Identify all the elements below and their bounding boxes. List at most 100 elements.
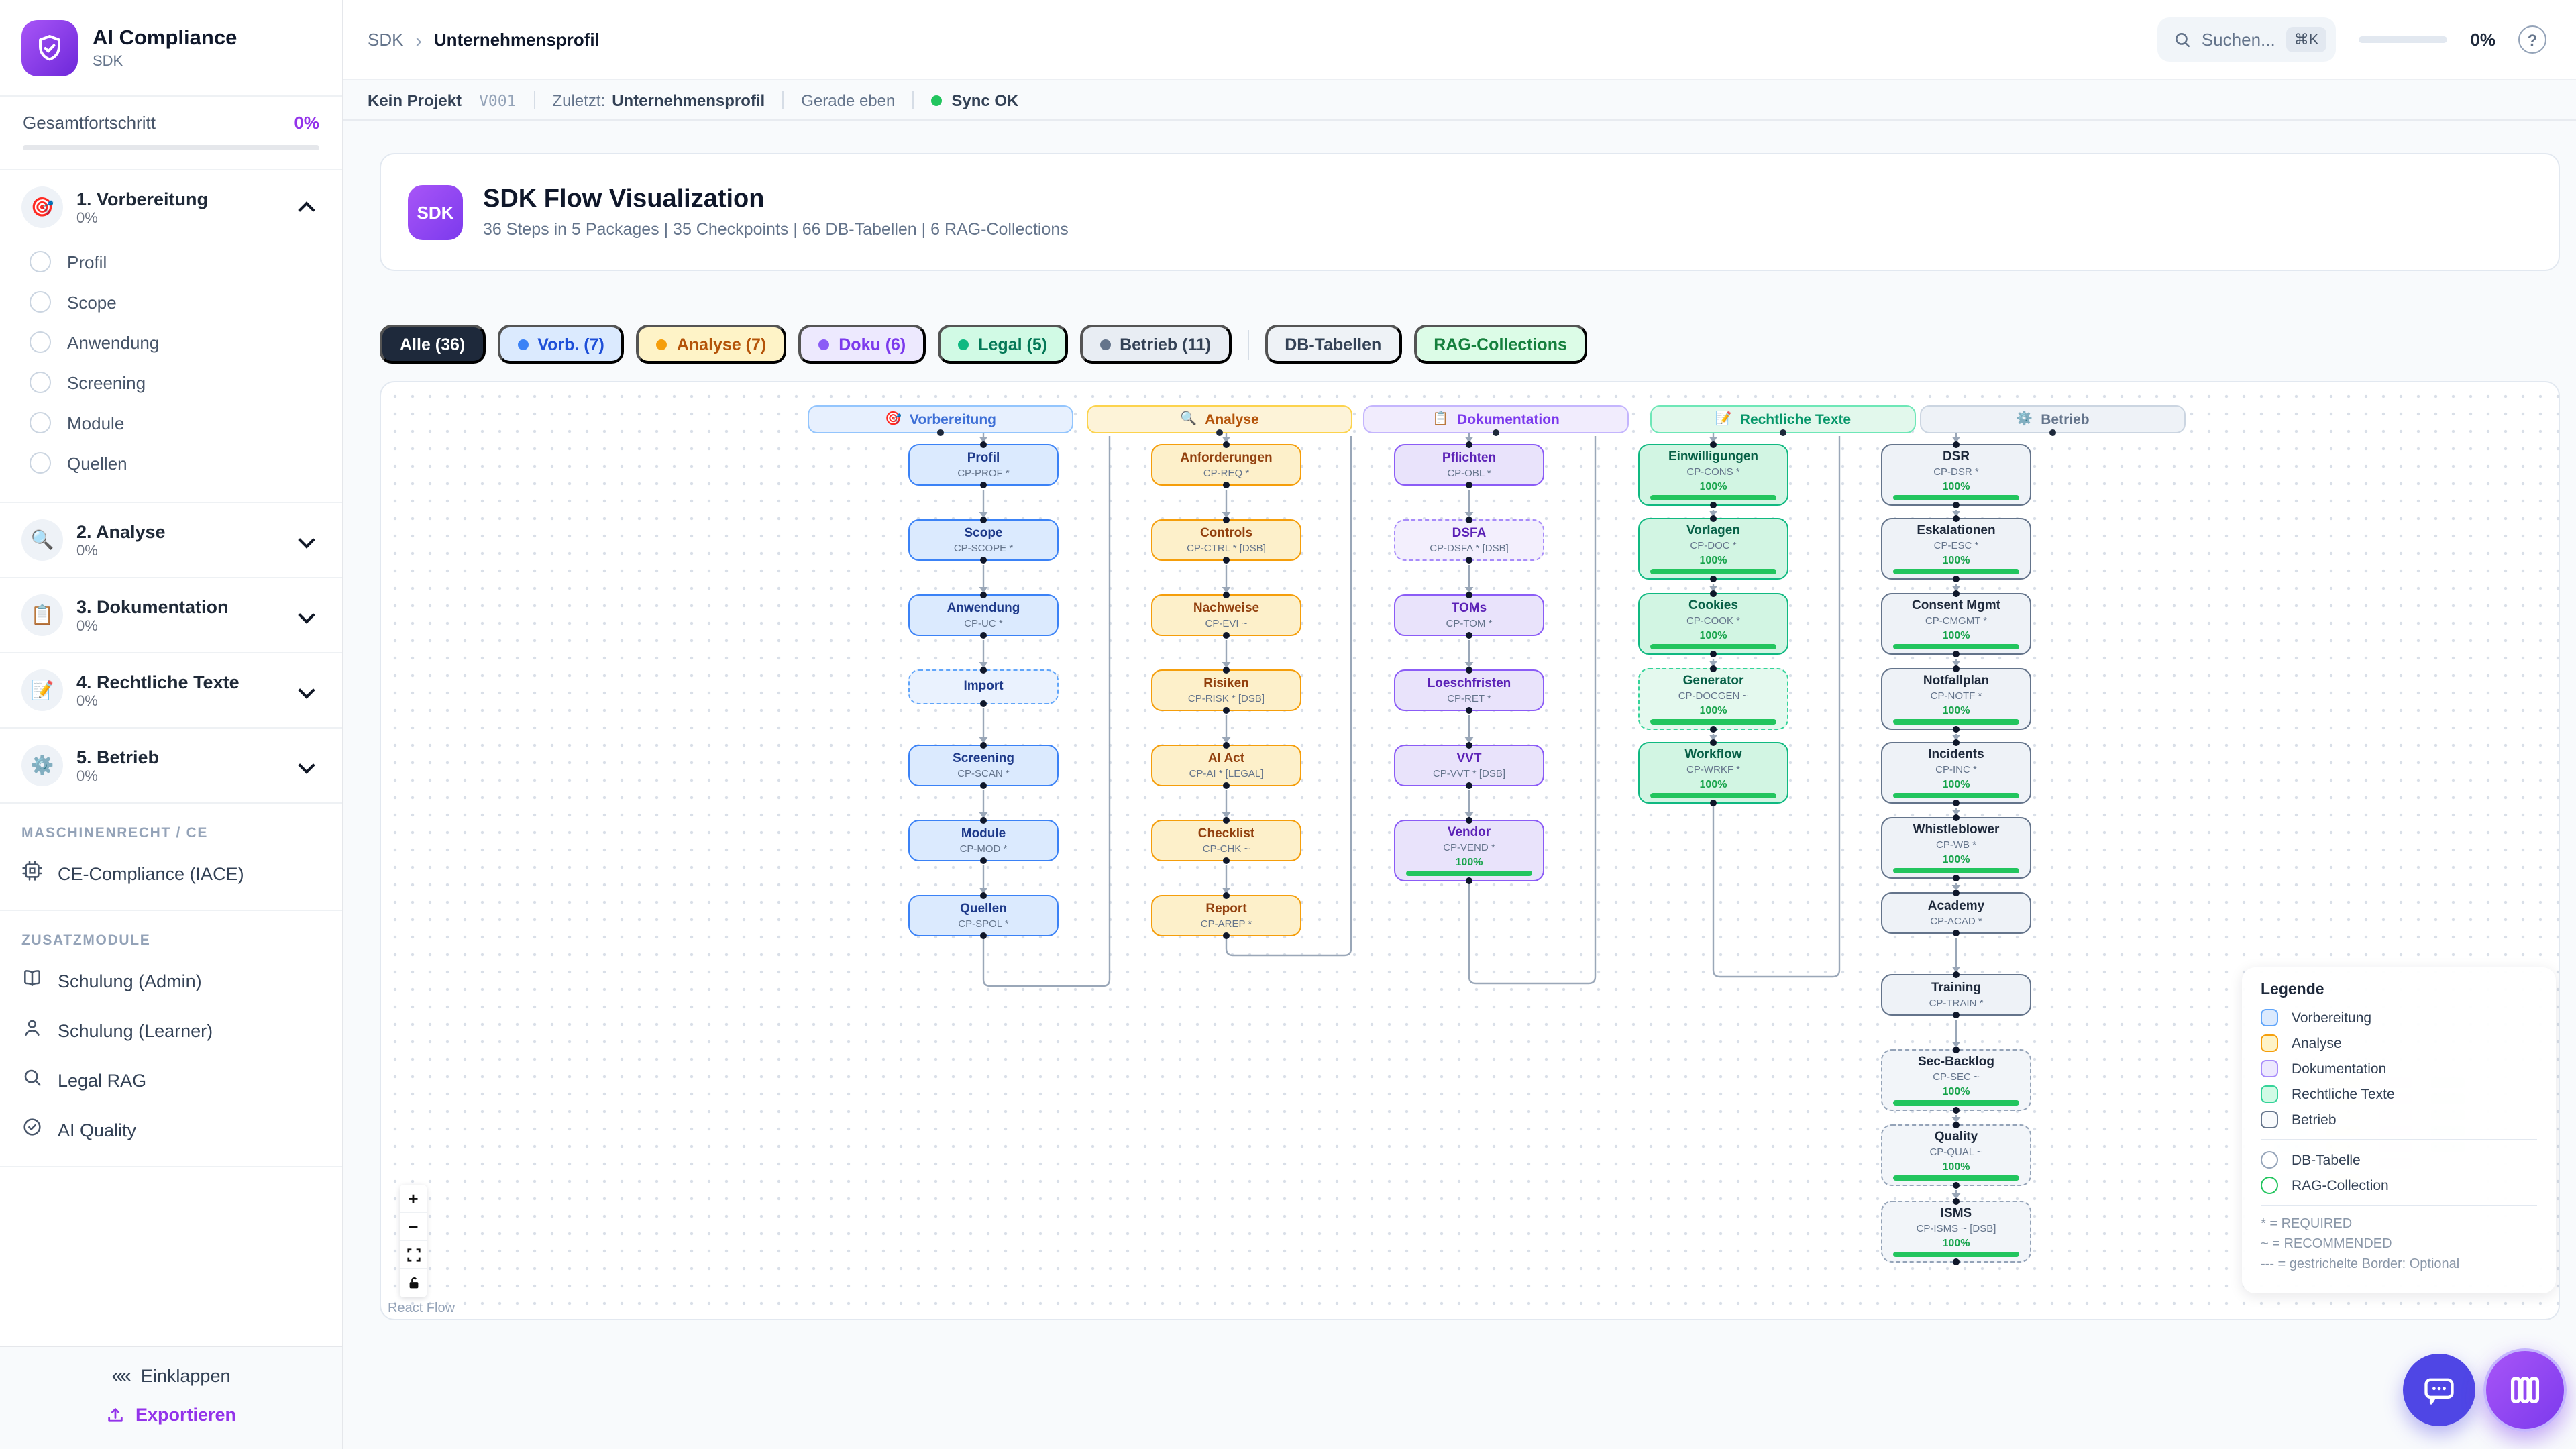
- filter-chip-alle-36-[interactable]: Alle (36): [380, 325, 486, 364]
- fit-view-button[interactable]: [400, 1241, 427, 1269]
- help-icon[interactable]: ?: [2518, 25, 2546, 54]
- filter-chip-betrieb-11-[interactable]: Betrieb (11): [1079, 325, 1232, 364]
- filter-chip-rag-collections[interactable]: RAG-Collections: [1413, 325, 1587, 364]
- search-input[interactable]: Suchen... ⌘K: [2157, 17, 2337, 62]
- group-header-rechtliche-texte[interactable]: 📝Rechtliche Texte: [1650, 405, 1916, 433]
- sidebar-item-legal-rag[interactable]: Legal RAG: [0, 1056, 342, 1106]
- sidebar-step-screening[interactable]: Screening: [0, 362, 342, 402]
- filter-chip-legal-5-[interactable]: Legal (5): [938, 325, 1068, 364]
- step-label: Quellen: [67, 453, 127, 473]
- lock-button[interactable]: [400, 1269, 427, 1297]
- last-time: Gerade eben: [801, 91, 896, 109]
- sync-status-icon: [931, 95, 943, 105]
- filter-chip-analyse-7-[interactable]: Analyse (7): [636, 325, 787, 364]
- node-title: Quality: [1934, 1129, 1978, 1144]
- app-title: AI Compliance: [93, 27, 237, 50]
- flow-controls: +−: [400, 1185, 427, 1297]
- filter-chip-doku-6-[interactable]: Doku (6): [798, 325, 926, 364]
- group-header-analyse[interactable]: 🔍Analyse: [1087, 405, 1352, 433]
- sidebar-item-ce-compliance-iace-[interactable]: CE-Compliance (IACE): [0, 849, 342, 899]
- group-emoji-icon: 📝: [1715, 412, 1732, 427]
- chat-assistant-button[interactable]: [2403, 1354, 2475, 1426]
- node-code: CP-ESC *: [1933, 539, 1979, 551]
- user-icon: [21, 1017, 43, 1045]
- node-code: CP-SEC ~: [1933, 1070, 1980, 1083]
- kanban-board-button[interactable]: [2483, 1348, 2567, 1432]
- group-header-vorbereitung[interactable]: 🎯Vorbereitung: [808, 405, 1073, 433]
- divider: [533, 91, 535, 109]
- sidebar-item-schulung-admin-[interactable]: Schulung (Admin): [0, 957, 342, 1006]
- last-value: Unternehmensprofil: [612, 91, 765, 109]
- node-title: Vorlagen: [1686, 523, 1740, 538]
- legend-note: * = REQUIRED: [2261, 1217, 2353, 1232]
- sidebar-step-quellen[interactable]: Quellen: [0, 443, 342, 483]
- group-header-dokumentation[interactable]: 📋Dokumentation: [1363, 405, 1629, 433]
- chevron-right-icon: ›: [415, 29, 422, 50]
- legend-shape-item: RAG-Collection: [2261, 1177, 2537, 1194]
- filter-chip-vorb-7-[interactable]: Vorb. (7): [497, 325, 625, 364]
- sidebar-item-ai-quality[interactable]: AI Quality: [0, 1106, 342, 1155]
- group-header-betrieb[interactable]: ⚙️Betrieb: [1920, 405, 2186, 433]
- export-label: Exportieren: [135, 1405, 237, 1425]
- legend-label: Analyse: [2292, 1035, 2342, 1051]
- collapse-sidebar-button[interactable]: «« Einklappen: [112, 1364, 231, 1387]
- zoom-out-button[interactable]: −: [400, 1213, 427, 1241]
- node-code: CP-TOM *: [1446, 616, 1493, 629]
- sidebar-step-anwendung[interactable]: Anwendung: [0, 322, 342, 362]
- sidebar-step-scope[interactable]: Scope: [0, 282, 342, 322]
- sidebar-step-module[interactable]: Module: [0, 402, 342, 443]
- breadcrumb-root[interactable]: SDK: [368, 30, 404, 50]
- node-code: CP-RET *: [1447, 692, 1491, 704]
- flow-node-import[interactable]: Import: [908, 669, 1059, 704]
- filter-chip-db-tabellen[interactable]: DB-Tabellen: [1265, 325, 1402, 364]
- phase-label: 2. Analyse: [76, 521, 166, 541]
- sidebar-item-schulung-learner-[interactable]: Schulung (Learner): [0, 1006, 342, 1056]
- export-button[interactable]: Exportieren: [106, 1405, 236, 1425]
- node-code: CP-CONS *: [1686, 465, 1740, 478]
- sidebar-step-profil[interactable]: Profil: [0, 241, 342, 282]
- zoom-in-button[interactable]: +: [400, 1185, 427, 1213]
